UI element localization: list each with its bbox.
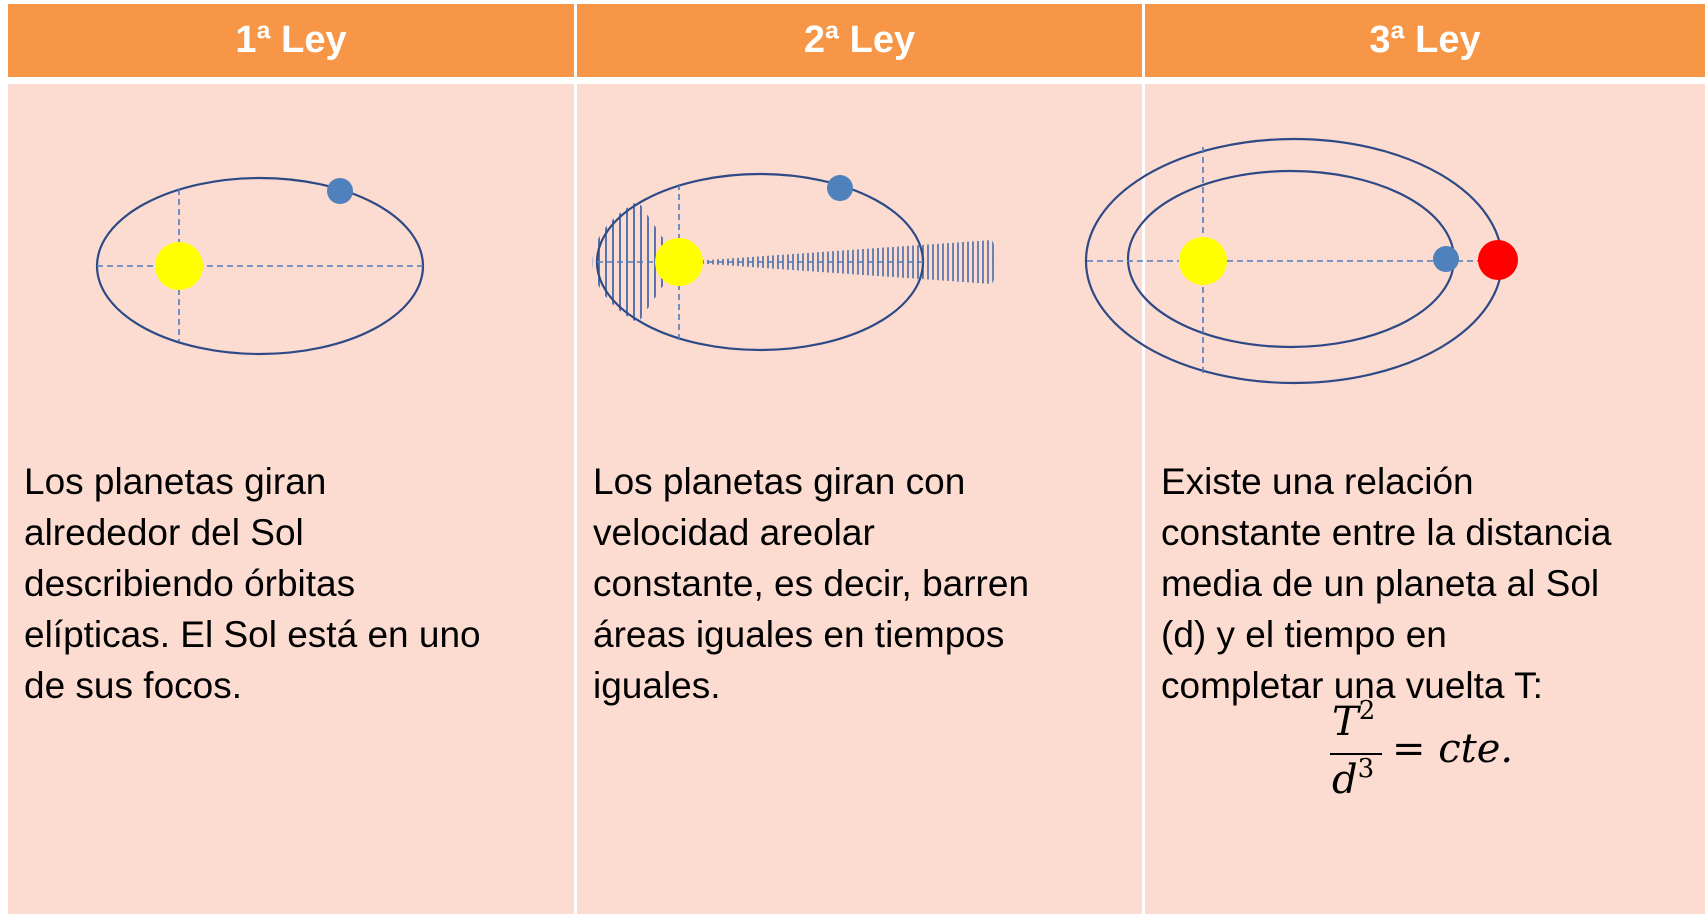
description-line: iguales. <box>593 665 721 706</box>
formula-numerator-exponent: 2 <box>1358 696 1376 726</box>
second-law-description: Los planetas giran con velocidad areolar… <box>593 456 1029 711</box>
description-line: (d) y el tiempo en <box>1161 614 1447 655</box>
header-third-law: 3ª Ley <box>1145 4 1705 77</box>
kepler-laws-table: 1ª Ley 2ª Ley 3ª Ley Los planetas giran … <box>8 4 1705 914</box>
inner-orbit-ellipse <box>1126 169 1456 349</box>
description-line: alrededor del Sol <box>24 512 304 553</box>
description-line: constante, es decir, barren <box>593 563 1030 604</box>
header-first-law-label: 1ª Ley <box>235 19 347 61</box>
sun-icon <box>655 238 703 286</box>
first-law-diagram <box>95 176 425 356</box>
description-line: áreas iguales en tiempos <box>593 614 1005 655</box>
description-line: media de un planeta al Sol <box>1161 563 1600 604</box>
sun-icon <box>1179 237 1227 285</box>
third-law-description: Existe una relación constante entre la d… <box>1161 456 1611 711</box>
description-line: describiendo órbitas <box>24 563 356 604</box>
formula-denominator-exponent: 3 <box>1357 754 1375 784</box>
planet-icon <box>827 175 853 201</box>
description-line: Los planetas giran con <box>593 461 966 502</box>
inner-planet-icon <box>1433 246 1459 272</box>
sun-icon <box>155 242 203 290</box>
description-line: Los planetas giran <box>24 461 327 502</box>
formula-rest: = cte. <box>1392 726 1514 772</box>
formula-denominator: d3 <box>1332 754 1374 803</box>
description-line: elípticas. El Sol está en uno <box>24 614 481 655</box>
header-second-law: 2ª Ley <box>577 4 1142 77</box>
kepler-third-law-formula: T2 d3 = cte. <box>1330 696 1550 816</box>
second-law-diagram <box>592 172 998 352</box>
first-law-description: Los planetas giran alrededor del Sol des… <box>24 456 481 711</box>
formula-numerator-base: T <box>1332 699 1359 745</box>
header-third-law-label: 3ª Ley <box>1369 19 1481 61</box>
header-second-law-label: 2ª Ley <box>803 19 916 61</box>
formula-numerator: T2 <box>1332 696 1375 745</box>
description-line: Existe una relación <box>1161 461 1474 502</box>
formula-denominator-base: d <box>1332 757 1358 803</box>
first-law-cell: Los planetas giran alrededor del Sol des… <box>8 84 574 914</box>
third-law-cell: Existe una relación constante entre la d… <box>1084 84 1705 914</box>
swept-area-left <box>592 201 679 323</box>
description-line: constante entre la distancia <box>1161 512 1612 553</box>
outer-planet-icon <box>1478 240 1518 280</box>
description-line: velocidad areolar <box>593 512 875 553</box>
description-line: de sus focos. <box>24 665 243 706</box>
description-line: completar una vuelta T: <box>1161 665 1543 706</box>
second-law-cell: Los planetas giran con velocidad areolar… <box>577 84 1142 914</box>
planet-icon <box>327 178 353 204</box>
third-law-diagram <box>1084 137 1518 385</box>
header-first-law: 1ª Ley <box>8 4 574 77</box>
fraction-bar <box>1330 753 1382 755</box>
